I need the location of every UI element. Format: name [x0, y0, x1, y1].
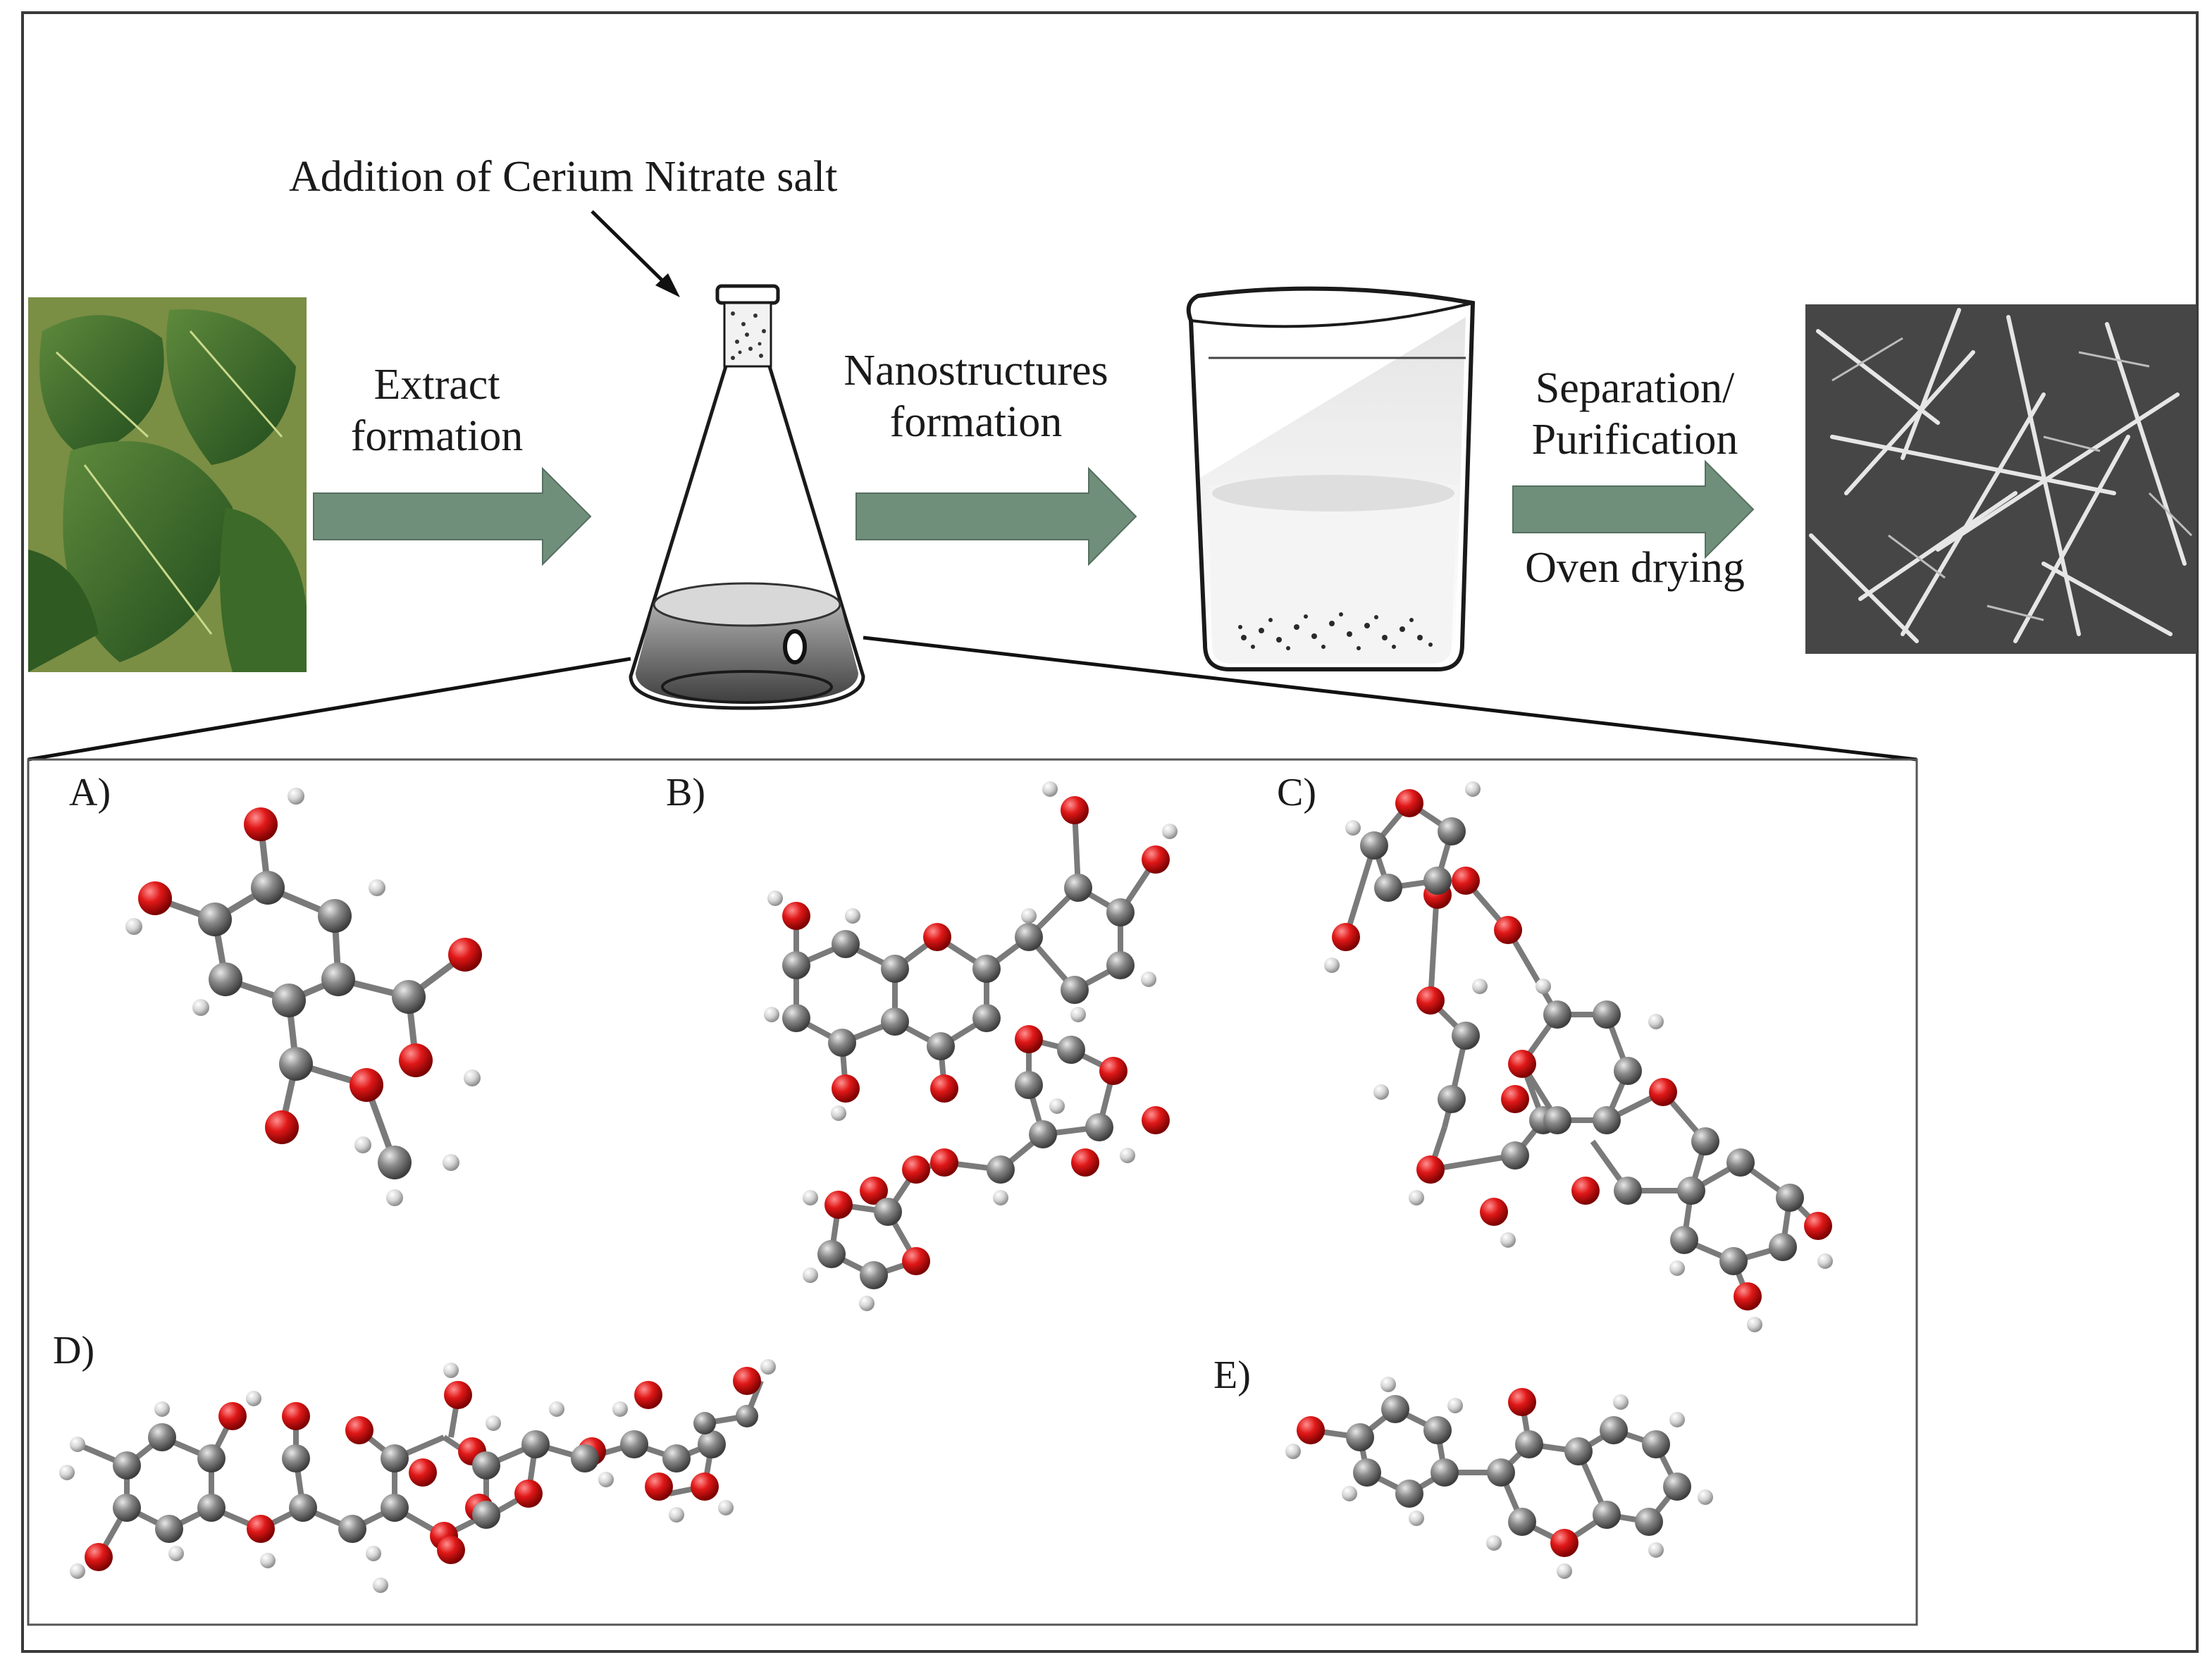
beaker [1186, 286, 1476, 671]
arrow-extract [313, 466, 592, 566]
nano-label: Nanostructures formation [817, 345, 1135, 448]
leaf-photo [28, 297, 307, 672]
arrow-nano [855, 466, 1137, 566]
panel-letter-e: E) [1213, 1353, 1251, 1397]
separation-label-line1: Separation/ [1535, 364, 1735, 412]
separation-label-line2: Purification [1531, 416, 1738, 464]
extract-label-line1: Extract [373, 361, 500, 409]
panel-letter-b: B) [666, 771, 705, 814]
zoom-line-right [863, 636, 1917, 762]
pointer-arrow [591, 210, 680, 297]
extract-label-line2: formation [350, 412, 524, 461]
panel-letter-a: A) [69, 771, 111, 814]
molecule-d [59, 1359, 776, 1593]
panel-letter-c: C) [1277, 771, 1316, 814]
arrow-separation [1512, 459, 1755, 559]
panel-letter-d: D) [53, 1329, 95, 1372]
sem-image [1805, 304, 2196, 654]
nano-label-line2: formation [889, 398, 1063, 447]
molecule-b [764, 781, 1178, 1311]
addition-label: Addition of Cerium Nitrate salt [289, 153, 838, 201]
conical-flask [629, 284, 865, 710]
separation-label: Separation/ Purification [1501, 363, 1769, 466]
molecule-a [125, 788, 482, 1206]
molecule-panel-box [27, 758, 1918, 1626]
zoom-line-left [27, 657, 631, 762]
oven-label: Oven drying [1525, 544, 1745, 592]
nano-label-line1: Nanostructures [844, 347, 1108, 395]
extract-label: Extract formation [331, 359, 543, 462]
molecule-e [1285, 1377, 1713, 1579]
molecule-c [1324, 781, 1833, 1332]
figure-frame [21, 11, 2199, 1653]
